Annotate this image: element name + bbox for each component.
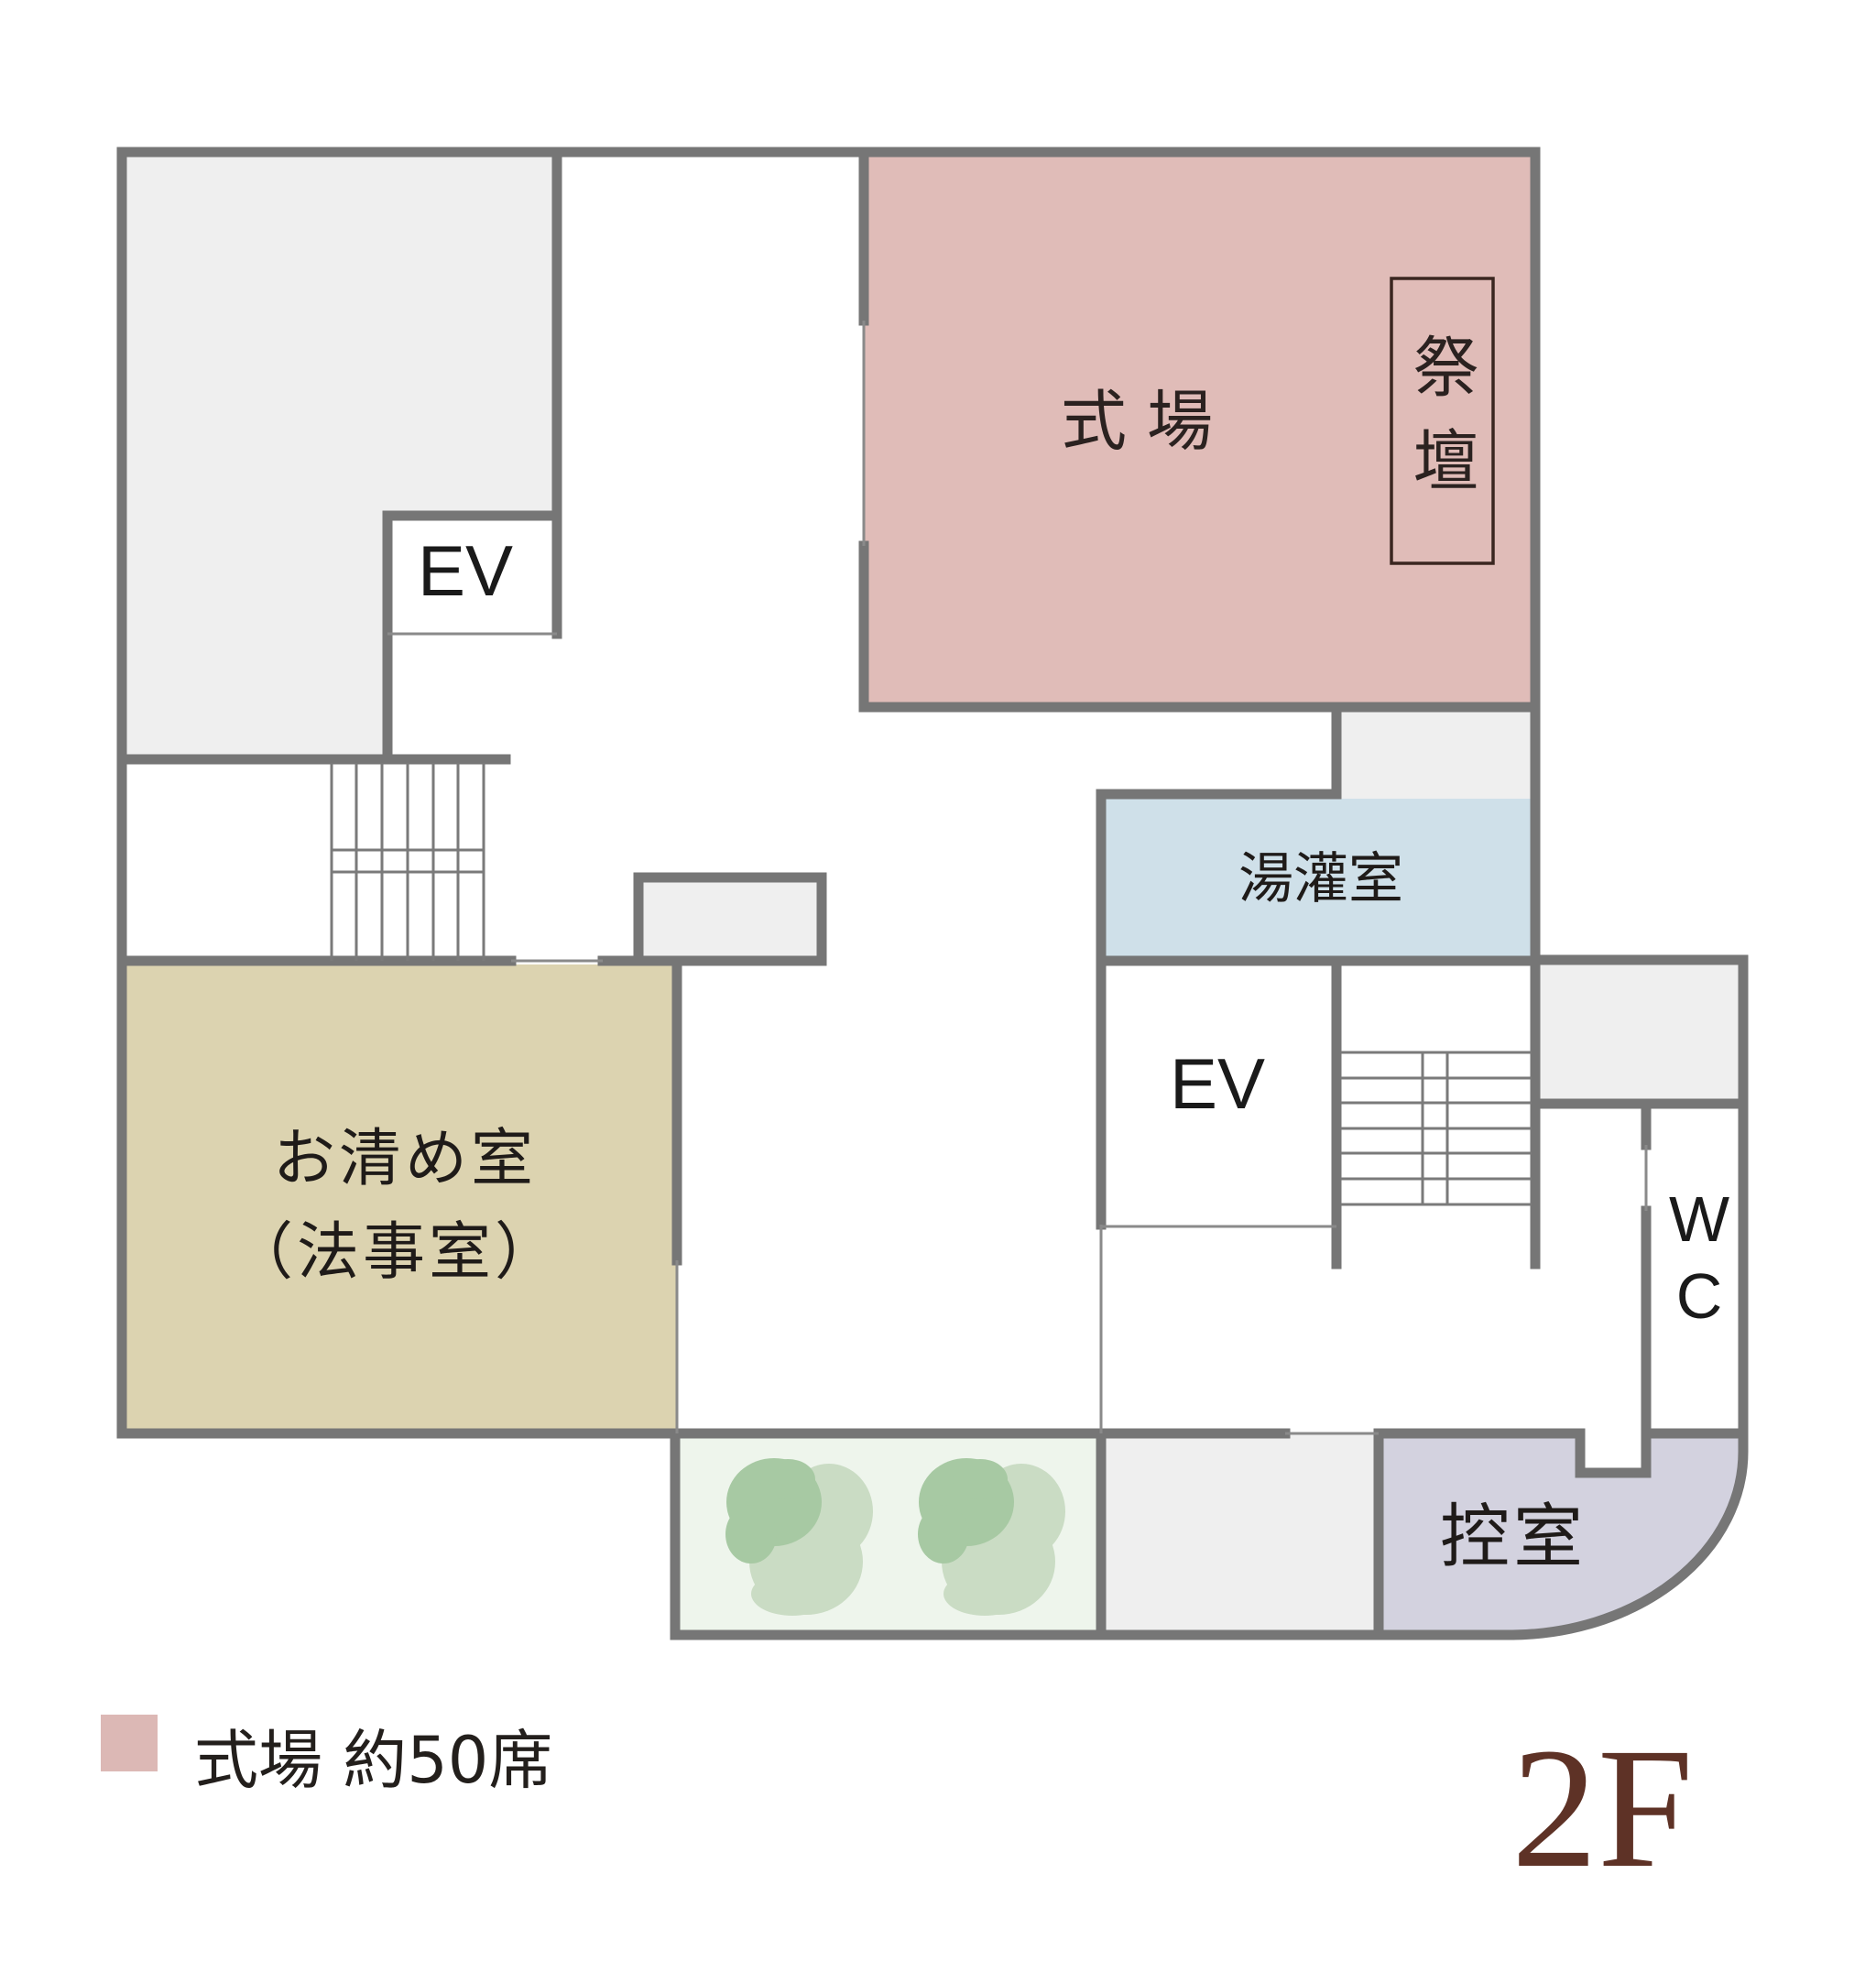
legend-text: 式場 約50席 (194, 1723, 553, 1798)
service-area-right (1536, 960, 1743, 1104)
storage-box (638, 881, 822, 964)
ceremony-hall-fill (864, 152, 1534, 707)
waiting-room-fill (1379, 1433, 1743, 1635)
elevator-left-label: EV (418, 530, 514, 611)
stairs-left (330, 763, 485, 961)
thin-walls (387, 277, 1648, 1435)
restroom-label-c: C (1675, 1260, 1723, 1332)
walls (116, 147, 1749, 1640)
purification-room-fill (122, 964, 677, 1433)
tree-icon (918, 1458, 1065, 1616)
room-fills (122, 152, 1743, 1635)
purification-room-label: お清め室 （法事室） (231, 1123, 566, 1284)
altar-label: 祭壇 (1402, 332, 1478, 519)
ceremony-hall-label: 式場 (1061, 383, 1234, 460)
restroom-label: W C (1667, 1187, 1731, 1328)
tree-icon (725, 1458, 873, 1616)
service-area-bottom (1101, 1433, 1379, 1635)
elevator-right-label: EV (1170, 1043, 1266, 1124)
floor-label: 2F (1511, 1712, 1694, 1903)
stairs-right (1341, 1051, 1532, 1206)
washing-room-label: 湯灌室 (1238, 847, 1403, 911)
legend-swatch (101, 1715, 158, 1771)
purification-room-name: お清め室 (272, 1123, 537, 1195)
washing-room-fill (1101, 799, 1534, 961)
purification-room-subname: （法事室） (230, 1216, 561, 1289)
service-area-upper-right (1336, 707, 1534, 799)
waiting-room-label: 控室 (1440, 1496, 1587, 1577)
service-area-left (122, 152, 557, 759)
restroom-label-w: W (1668, 1183, 1730, 1255)
